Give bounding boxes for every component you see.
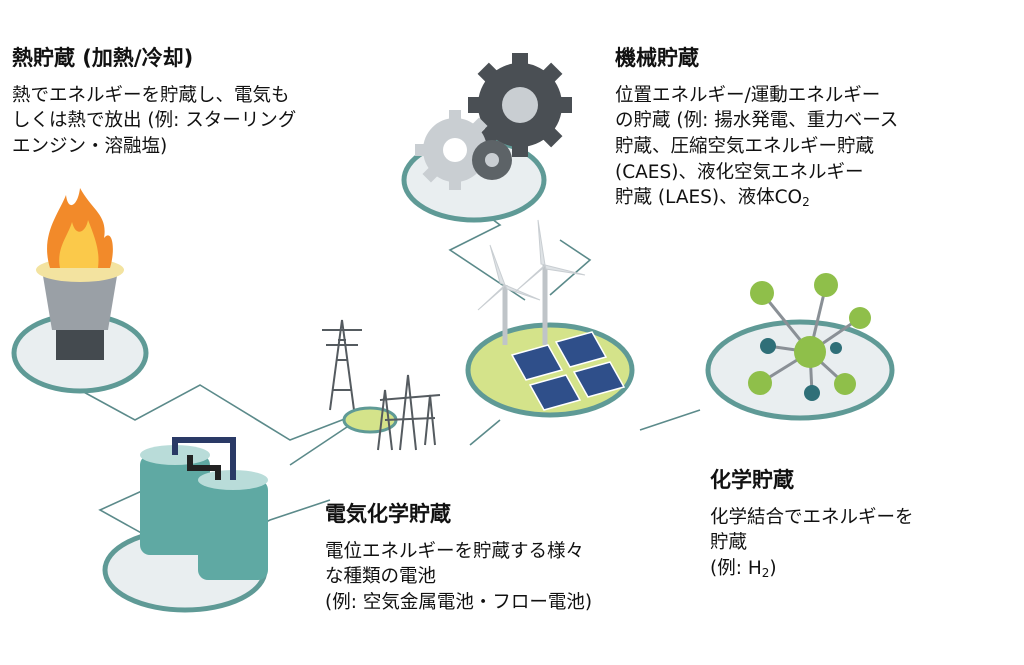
chemical-line-1: 化学結合でエネルギーを xyxy=(710,506,914,528)
co2-subscript: 2 xyxy=(802,195,810,210)
electrochemical-line-1: 電位エネルギーを貯蔵する様々 xyxy=(325,540,585,562)
electrochemical-storage-title: 電気化学貯蔵 xyxy=(325,502,451,526)
h2-subscript: 2 xyxy=(761,566,770,580)
chemical-line-2: 貯蔵 xyxy=(710,532,748,554)
thermal-storage-block: 熱貯蔵 (加熱/冷却) 熱でエネルギーを貯蔵し、電気も しくは熱で放出 (例: … xyxy=(12,44,296,160)
chemical-line-3-main: (例: H xyxy=(710,558,762,579)
electrochemical-line-3: (例: 空気金属電池・フロー電池) xyxy=(325,592,593,613)
electrochemical-storage-block: 電気化学貯蔵 電位エネルギーを貯蔵する様々 な種類の電池 (例: 空気金属電池・… xyxy=(325,500,592,616)
mechanical-storage-block: 機械貯蔵 位置エネルギー/運動エネルギー の貯蔵 (例: 揚水発電、重力ベース … xyxy=(615,44,898,211)
electrochemical-storage-description: 電位エネルギーを貯蔵する様々 な種類の電池 (例: 空気金属電池・フロー電池) xyxy=(325,539,592,616)
mechanical-line-2: の貯蔵 (例: 揚水発電、重力ベース xyxy=(615,110,899,132)
thermal-storage-title: 熱貯蔵 (加熱/冷却) xyxy=(12,46,194,70)
mechanical-line-5-main: 貯蔵 (LAES)、液体CO xyxy=(615,187,803,209)
electrochemical-line-2: な種類の電池 xyxy=(325,566,437,588)
connector-lines xyxy=(79,209,701,561)
chemical-line-3: (例: H2) xyxy=(710,556,914,582)
chemical-line-3-end: ) xyxy=(769,558,777,579)
gears-icon xyxy=(401,53,572,223)
flame-icon xyxy=(11,188,149,394)
battery-icon xyxy=(102,437,268,613)
chemical-storage-description: 化学結合でエネルギーを 貯蔵 (例: H2) xyxy=(710,505,914,582)
mechanical-storage-description: 位置エネルギー/運動エネルギー の貯蔵 (例: 揚水発電、重力ベース 貯蔵、圧縮… xyxy=(615,83,898,211)
thermal-storage-description: 熱でエネルギーを貯蔵し、電気も しくは熱で放出 (例: スターリング エンジン・… xyxy=(12,83,296,160)
molecule-icon xyxy=(705,273,895,421)
solar-panel-icon xyxy=(510,331,626,411)
mechanical-line-3: 貯蔵、圧縮空気エネルギー貯蔵 xyxy=(615,136,875,157)
mechanical-line-1: 位置エネルギー/運動エネルギー xyxy=(615,84,881,106)
mechanical-line-5: 貯蔵 (LAES)、液体CO2 xyxy=(615,185,898,211)
mechanical-storage-title: 機械貯蔵 xyxy=(615,46,699,70)
mechanical-line-4: (CAES)、液化空気エネルギー xyxy=(615,161,864,183)
power-pylon-icon xyxy=(322,319,362,411)
chemical-storage-title: 化学貯蔵 xyxy=(710,468,794,492)
chemical-storage-block: 化学貯蔵 化学結合でエネルギーを 貯蔵 (例: H2) xyxy=(710,466,914,582)
thermal-line-2: しくは熱で放出 (例: スターリング xyxy=(12,110,297,132)
thermal-line-3: エンジン・溶融塩) xyxy=(12,136,168,157)
thermal-line-1: 熱でエネルギーを貯蔵し、電気も xyxy=(12,84,290,106)
substation-icon xyxy=(342,374,441,451)
